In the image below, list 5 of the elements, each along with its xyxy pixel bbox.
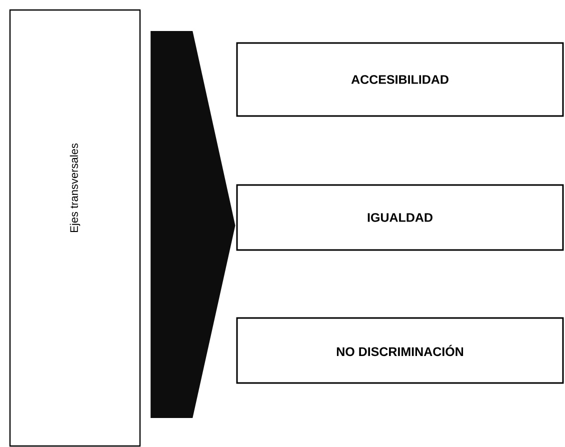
chevron-arrow [150, 31, 236, 418]
text-box: IGUALDAD [236, 184, 564, 251]
text-box: NO DISCRIMINACIÓN [236, 317, 564, 384]
vertical-box: Ejes transversales [9, 9, 141, 447]
text-box: ACCESIBILIDAD [236, 42, 564, 117]
